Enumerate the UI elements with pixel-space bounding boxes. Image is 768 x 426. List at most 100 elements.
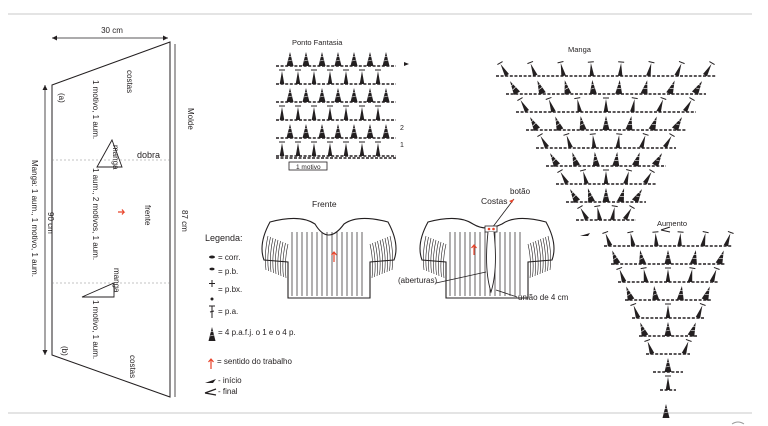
pattern-diagram: 30 cm (a) (b) costas costas frente dobra… bbox=[30, 26, 195, 398]
double-crochet-stitch bbox=[622, 168, 633, 186]
sleeve-rib bbox=[382, 238, 386, 274]
manga-left-label: Manga: 1 aum., 1 motivo, 1 aum. bbox=[30, 160, 39, 277]
width-label: 30 cm bbox=[101, 26, 123, 35]
cluster-stitch bbox=[334, 123, 342, 139]
manga-bottom-label: manga bbox=[112, 268, 121, 293]
cluster-stitch-icon bbox=[662, 403, 670, 419]
cluster-stitch bbox=[551, 114, 564, 132]
sleeve-rib bbox=[277, 240, 281, 276]
double-crochet-stitch bbox=[326, 69, 334, 85]
double-crochet-stitch bbox=[294, 141, 302, 157]
double-crochet-stitch bbox=[681, 97, 696, 114]
sleeve-rib bbox=[267, 236, 271, 272]
cluster-stitch bbox=[366, 51, 374, 67]
double-crochet-stitch bbox=[342, 141, 350, 157]
cluster-stitch bbox=[533, 78, 547, 96]
costas-bottom-label: costas bbox=[128, 355, 137, 378]
cluster-stitch bbox=[689, 249, 700, 265]
motivo-top-label: 1 motivo, 1 aum. bbox=[91, 80, 100, 139]
double-crochet-stitch bbox=[615, 266, 628, 284]
cluster-stitch-icon bbox=[208, 326, 216, 342]
double-crochet-stitch bbox=[701, 61, 716, 78]
sleeve-rib bbox=[527, 243, 531, 279]
double-crochet-stitch bbox=[614, 133, 623, 149]
sleeve-rib bbox=[542, 237, 546, 273]
cluster-stitch bbox=[286, 87, 294, 103]
slip-dot-icon bbox=[210, 297, 214, 301]
double-crochet-stitch bbox=[579, 168, 590, 186]
double-crochet-stitch bbox=[358, 105, 366, 121]
double-crochet-stitch bbox=[294, 105, 302, 121]
double-crochet-stitch bbox=[680, 338, 693, 356]
double-crochet-stitch bbox=[562, 132, 575, 150]
double-crochet-stitch bbox=[673, 60, 686, 78]
sleeve-rib bbox=[430, 238, 434, 274]
sleeve-rib bbox=[379, 239, 383, 275]
dobra-label: dobra bbox=[137, 150, 160, 160]
cluster-stitch bbox=[715, 248, 728, 266]
uniao-label: união de 4 cm bbox=[518, 293, 569, 302]
sleeve-rib bbox=[369, 243, 373, 279]
frente-label: frente bbox=[143, 205, 152, 226]
cluster-stitch bbox=[350, 123, 358, 139]
double-crochet-stitch bbox=[651, 231, 660, 247]
motivo-mid-label: 1 aum., 2 motivos, 1 aum. bbox=[91, 168, 100, 260]
cluster-stitch bbox=[664, 249, 672, 265]
double-crochet-stitch bbox=[708, 266, 721, 284]
sleeve-rib bbox=[440, 242, 444, 278]
double-crochet-icon bbox=[209, 305, 215, 318]
aumento-chart: Aumento bbox=[601, 219, 735, 419]
sleeve-rib bbox=[270, 237, 274, 273]
double-crochet-stitch bbox=[326, 141, 334, 157]
double-crochet-stitch bbox=[358, 69, 366, 85]
double-crochet-stitch bbox=[496, 61, 511, 78]
cluster-stitch bbox=[568, 151, 581, 168]
sleeve-rib bbox=[377, 240, 381, 276]
double-crochet-stitch bbox=[516, 97, 531, 114]
aumento-stitches bbox=[601, 230, 735, 391]
end-arrow-icon bbox=[204, 388, 217, 396]
cluster-stitch bbox=[366, 123, 374, 139]
sleeve-rib bbox=[532, 241, 536, 277]
cluster-stitch bbox=[334, 87, 342, 103]
double-crochet-stitch bbox=[545, 96, 557, 114]
costas-direction-arrow bbox=[471, 244, 477, 255]
motivo-bottom-label: 1 motivo, 1 aum. bbox=[91, 300, 100, 359]
double-crochet-stitch bbox=[641, 169, 656, 186]
sleeve-rib bbox=[535, 240, 539, 276]
double-crochet-stitch bbox=[310, 69, 318, 85]
pattern-outline bbox=[51, 41, 171, 398]
sleeve-rib bbox=[387, 236, 391, 272]
cluster-stitch bbox=[590, 151, 601, 167]
cluster-stitch bbox=[350, 87, 358, 103]
double-crochet-stitch bbox=[655, 96, 667, 114]
manga-top-label: manga bbox=[111, 145, 120, 170]
legend-item-text: = p.bx. bbox=[218, 285, 242, 294]
manga-title: Manga bbox=[568, 45, 592, 54]
double-crochet-stitch bbox=[278, 105, 286, 121]
sleeve-rib bbox=[530, 242, 534, 278]
sleeve-rib bbox=[443, 243, 447, 279]
double-crochet-stitch bbox=[573, 97, 584, 113]
double-crochet-stitch bbox=[616, 61, 625, 77]
double-crochet-stitch bbox=[602, 169, 610, 185]
cluster-stitch bbox=[665, 78, 679, 96]
cluster-stitch bbox=[526, 115, 541, 132]
sleeve-dart-top bbox=[96, 138, 123, 168]
double-crochet-stitch bbox=[664, 375, 672, 391]
aumento-title: Aumento bbox=[657, 219, 687, 228]
cluster-stitch bbox=[382, 87, 390, 103]
cluster-stitch bbox=[651, 151, 666, 168]
frente-direction-arrow bbox=[331, 251, 337, 262]
double-crochet-stitch bbox=[593, 205, 604, 221]
legend-item-text: = corr. bbox=[218, 253, 240, 262]
legend-item-text: - final bbox=[218, 387, 238, 396]
row-1-label: 1 bbox=[400, 142, 404, 149]
cluster-stitch bbox=[650, 285, 660, 301]
legend-item-text: - início bbox=[218, 376, 242, 385]
button-icon bbox=[484, 225, 498, 233]
cluster-stitch bbox=[616, 187, 628, 204]
cluster-stitch bbox=[350, 51, 358, 67]
cluster-stitch bbox=[687, 320, 700, 338]
